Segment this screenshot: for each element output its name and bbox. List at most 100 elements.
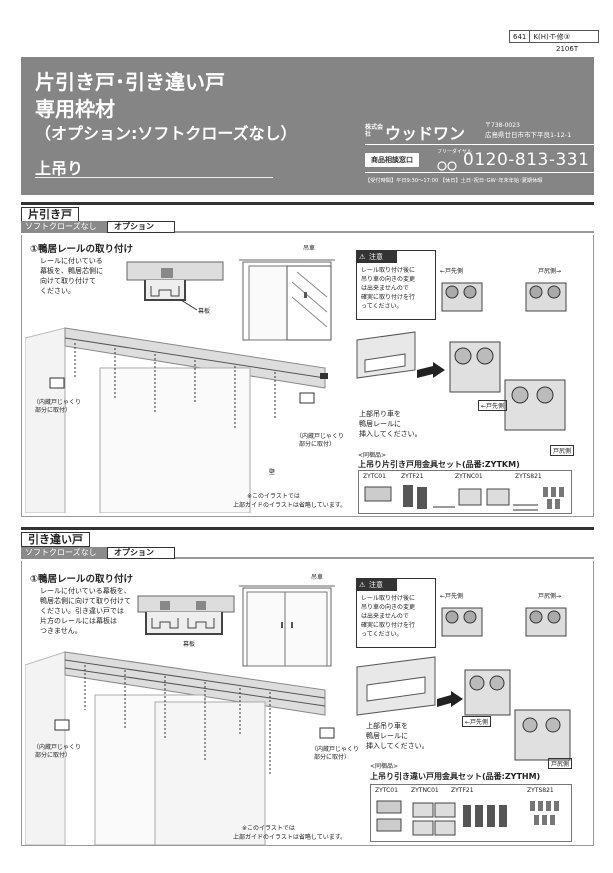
parts-illustration [376,800,559,836]
part-code: ZYTS821 [527,787,554,794]
caution-line: 吊り車の向きの変更 [361,604,416,611]
phone-number: 0120-813-331 [463,150,590,170]
trolley-direction-illustration [441,607,567,637]
trolley-insertion-illustration [356,656,571,761]
illustration-note: ※このイラストでは [242,825,295,832]
caution-line: レール取り付け後に [361,267,416,274]
instruction-line: 鴨居芯側に向けて取り付けて [40,597,131,605]
page-subtitle: 上吊り [35,159,84,178]
rail-installation-illustration [25,651,335,845]
stopper-label: （内蔵戸じゃくり [296,433,345,440]
caution-line: レール取り付け後に [361,595,416,602]
option-tabbar: ソフトクローズなし オプション [21,221,594,233]
stopper-label: 部分に取付） [35,407,72,414]
business-hours: 【受付時間】平日9:30～17:00 【休日】土日･祝日･GW･年末年始･夏期休… [365,178,543,184]
kit-title: 上吊り引き違い戸用金具セット(品番:ZYTHM) [370,772,541,781]
company-address: 広島県廿日市市下平良1-12-1 [485,131,572,139]
door-elevation-illustration [239,585,335,667]
step-title: ①鴨居レールの取り付け [30,244,134,255]
section-label: 引き違い戸 [21,532,90,547]
kit-note: <同梱品> [370,763,399,770]
stopper-label: （内蔵戸じゃくり [311,746,360,753]
tag-door-rear: 戸尻側 [548,758,573,769]
instruction-line: 片方のレールには幕板は [40,617,117,625]
title-line-2: 専用枠材 [35,97,115,121]
direction-left: ←戸先側 [440,593,464,600]
caution-line: は出来ませんので [361,285,409,292]
part-code: ZYTNC01 [411,787,439,794]
phone-divider [365,172,595,173]
illustration-note: 上部ガイドのイラストは省略しています。 [233,834,347,841]
part-code: ZYTF21 [401,473,424,480]
doc-number: 641 [513,33,527,41]
step-title: ①鴨居レールの取り付け [30,574,134,585]
caution-title: 注意 [357,251,397,263]
caution-box: 注意 ⚠ レール取り付け後に 吊り車の向きの変更 は出来ませんので 確実に取り付… [356,578,436,648]
postal-code: 〒738-0023 [485,122,520,129]
illustration-note: ※このイラストでは [247,493,300,500]
rail-cross-section-illustration [126,261,224,311]
instruction-line: 幕板を、鴨居芯側に [40,267,103,275]
caution-title: 注意 [357,579,397,591]
direction-left: ←戸先側 [440,268,464,275]
insert-line: 挿入してください。 [359,430,422,438]
caution-line: ってください。 [361,631,403,638]
title-line-3: （オプション:ソフトクローズなし） [35,124,297,143]
section-heading-bypass-door: 引き違い戸 [21,527,594,547]
part-code: ZYTS821 [515,473,542,480]
part-code: ZYTC01 [363,473,386,480]
trolley-direction-illustration [441,282,567,312]
door-elevation-illustration [239,259,335,341]
warning-icon: ⚠ [359,253,366,261]
instruction-line: ください。 [40,287,75,295]
trolley-insertion-illustration [356,331,566,431]
option-tabbar: ソフトクローズなし オプション [21,547,594,559]
parts-illustration [364,485,564,511]
insert-line: 鴨居レールに [359,420,401,428]
tab-option: オプション [107,547,175,559]
kit-parts-box: ZYTC01 ZYTNC01 ZYTF21 ZYTS821 [370,784,572,842]
company-logo: ウッドワン [385,124,466,143]
stopper-label: （内蔵戸じゃくり [33,399,82,406]
header-divider [35,177,273,178]
instruction-line: ください。引き違い戸では [40,607,124,615]
direction-right: 戸尻側→ [538,593,562,600]
instruction-line: レールに付いている [40,257,103,265]
freedial-label: フリーダイヤル [437,149,472,155]
caution-line: 吊り車の向きの変更 [361,276,416,283]
stopper-label: 部分に取付） [35,752,72,759]
freedial-icon [437,156,457,171]
caution-box: 注意 ⚠ レール取り付け後に 吊り車の向きの変更 は出来ませんので 確実に取り付… [356,250,436,320]
section-panel [21,561,594,846]
wall-label: 壁 [269,469,276,476]
section-panel [21,235,594,517]
instruction-line: つきません。 [40,627,82,635]
tag-door-front: ←戸先側 [462,716,492,727]
section-label: 片引き戸 [21,207,79,222]
caution-line: は出来ませんので [361,613,409,620]
caution-line: ってください。 [361,303,403,310]
doc-code: K(H)-T-修③ [529,31,573,42]
insert-line: 上部吊り車を [359,410,401,418]
tag-door-rear: 戸尻側 [550,445,575,456]
kamoi-label: 吊車 [303,245,316,252]
stopper-label: 部分に取付） [299,441,336,448]
section-heading-sliding-door: 片引き戸 [21,202,594,222]
document-number-box: 641 K(H)-T-修③ [509,30,599,43]
kit-parts-box: ZYTC01 ZYTF21 ZYTNC01 ZYTS821 [358,470,572,514]
warning-icon: ⚠ [359,581,366,589]
stopper-label: 部分に取付） [314,754,351,761]
caution-line: 確実に取り付けを行 [361,622,416,629]
illustration-note: 上部ガイドのイラストは省略しています。 [233,502,347,509]
company-prefix: 株式会社 [365,124,384,138]
kit-note: <同梱品> [358,452,387,459]
kamoi-label: 吊車 [311,574,324,581]
caution-line: 確実に取り付けを行 [361,294,416,301]
direction-right: 戸尻側→ [538,268,562,275]
contact-label: 商品相談窓口 [365,153,419,167]
insert-line: 鴨居レールに [366,732,408,740]
tag-door-front: ←戸先側 [478,400,508,411]
title-line-1: 片引き戸･引き違い戸 [35,70,225,94]
makuita-label: 幕板 [198,308,211,315]
part-code: ZYTF21 [451,787,474,794]
